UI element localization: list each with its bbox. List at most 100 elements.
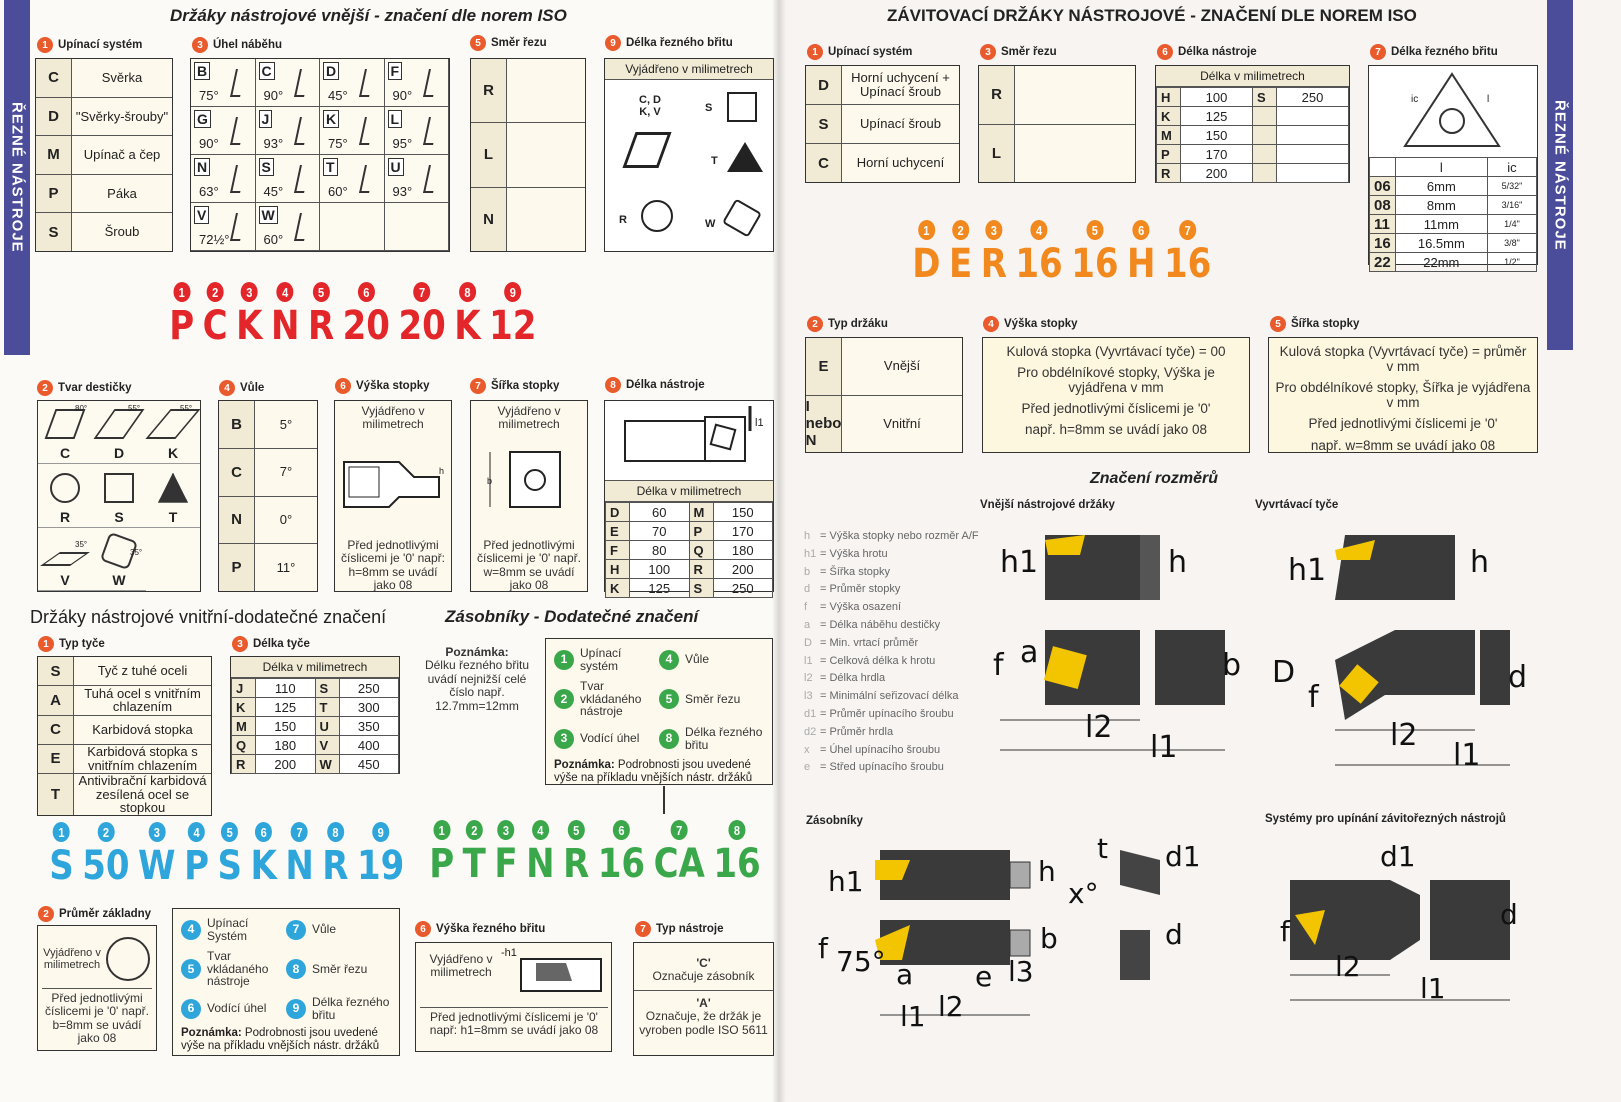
cutting-height-diagram	[520, 958, 602, 992]
column-header: ic	[1486, 157, 1538, 177]
section-title: Délka nástroje	[626, 379, 705, 391]
row-value: Svěrka	[72, 59, 172, 97]
row-value: Horní uchycení	[842, 144, 959, 182]
code-letter: 16	[597, 841, 646, 887]
caption: Vyjádřeno v milimetrech	[605, 59, 773, 80]
code-position-badge: 1	[52, 822, 70, 842]
dimension-label: h1	[1000, 545, 1039, 580]
insert-shape-cell: D	[92, 401, 146, 465]
section-title: Délka řezného břitu	[1391, 46, 1498, 58]
length-code: H	[605, 559, 630, 579]
dimension-label: l3	[1008, 955, 1034, 988]
length-code: W	[314, 754, 340, 774]
section-title: Upínací systém	[58, 39, 143, 51]
inscribed-circle: 3/16"	[1486, 195, 1538, 215]
angle-code: N	[194, 158, 211, 176]
angle-value: 93°	[263, 136, 284, 151]
tool-angle-icon	[229, 69, 246, 97]
number-badge: 7	[286, 919, 306, 940]
shape-label: T	[711, 155, 718, 167]
code-letter: R	[322, 843, 349, 889]
length-code: E	[605, 521, 630, 541]
length-code: S	[1252, 87, 1277, 107]
row-value: 11°	[255, 544, 317, 591]
legend-text: Vůle	[685, 652, 710, 667]
code-position-badge: 6	[612, 820, 630, 840]
magazines-title: Zásobníky - Dodatečné značení	[445, 607, 699, 626]
legend-line: l2= Délka hrdla	[804, 670, 979, 688]
length-value	[1276, 144, 1349, 164]
shape-code: C	[59, 445, 71, 462]
row-value: Karbidová stopka	[74, 715, 211, 744]
length-code: K	[1156, 106, 1181, 126]
tool-angle-icon	[229, 117, 246, 145]
row-value: Karbidová stopka s vnitřním chlazením	[74, 744, 211, 774]
length-code: Q	[231, 735, 256, 755]
legend-text: Délka řezného břitu	[685, 724, 763, 752]
legend-line: b= Šířka stopky	[804, 564, 979, 582]
length-value: 250	[338, 678, 399, 698]
number-badge: 5	[181, 959, 201, 980]
insert-shape-icon	[158, 472, 188, 503]
right-page-title: ZÁVITOVACÍ DRŽÁKY NÁSTROJOVÉ - ZNAČENÍ D…	[887, 6, 1417, 25]
length-value	[1276, 106, 1349, 126]
code-position-badge: 7	[291, 822, 309, 842]
length-value: 125	[1180, 106, 1253, 126]
number-badge: 3	[232, 636, 248, 652]
code-position-badge: 3	[497, 820, 515, 840]
code-position-badge: 5	[312, 282, 330, 302]
note-title: Poznámka:	[181, 1027, 242, 1040]
legend-line: d1= Průměr upínacího šroubu	[804, 706, 979, 724]
tool-angle-icon	[294, 117, 310, 145]
inscribed-circle: 5/32"	[1486, 176, 1538, 196]
dimension-label: f	[1280, 915, 1290, 948]
legend-line: l1= Celková délka k hrotu	[804, 653, 979, 671]
length-code: T	[314, 697, 340, 717]
tool-angle-icon	[423, 165, 439, 193]
legend-line: f= Výška osazení	[804, 599, 979, 617]
shank-height-diagram	[343, 460, 440, 508]
code-position-badge: 5	[567, 820, 585, 840]
text-line: Kulová stopka (Vyvrtávací tyče) = 00	[1006, 344, 1226, 359]
box-typ-nastroje: 'C'Označuje zásobník 'A'Označuje, že drž…	[633, 942, 774, 1056]
insert-shape-icon	[44, 409, 86, 440]
number-badge: 6	[335, 378, 351, 394]
text-line: Před jednotlivými číslicemi je '0'	[1021, 401, 1211, 417]
number-badge: 1	[807, 44, 823, 60]
row-value: Šroub	[72, 213, 172, 251]
code-position-badge: 5	[1086, 220, 1104, 240]
angle-label: 35°	[75, 540, 88, 549]
angle-code: J	[258, 110, 273, 128]
length-code: Q	[688, 540, 714, 560]
code-position-badge: 2	[97, 822, 115, 842]
dimension-label: d1	[1165, 840, 1201, 873]
symbol: h1	[804, 547, 817, 560]
section-title: Výška řezného břitu	[436, 923, 546, 935]
section-title: Průměr základny	[59, 908, 152, 920]
row-value: Vnitřní	[842, 395, 962, 452]
code-position-badge: 8	[728, 820, 746, 840]
code-letter: 16	[713, 841, 761, 887]
number-badge: 7	[1370, 44, 1386, 60]
length-value: 60	[629, 502, 690, 522]
